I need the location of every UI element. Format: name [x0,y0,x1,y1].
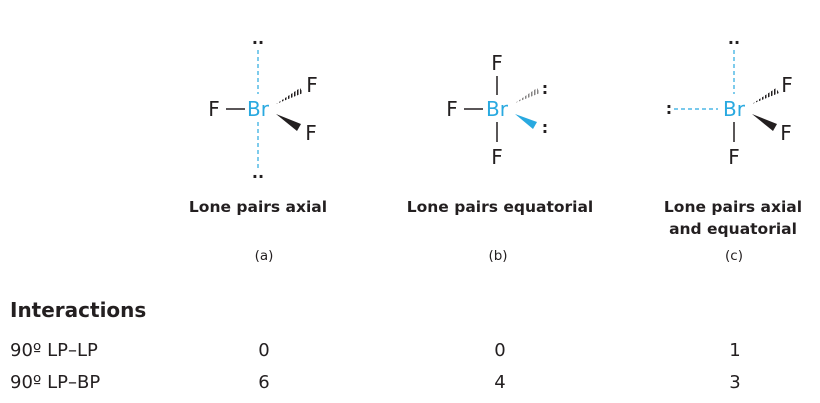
cell-lp-lp-b: 0 [494,340,506,361]
cell-lp-lp-c: 1 [729,340,741,361]
caption-c-line-2: and equatorial [669,220,797,238]
wedge-bond [276,114,301,131]
fluorine-bottom: F [728,145,740,169]
cell-lp-bp-b: 4 [494,372,506,393]
caption-b: Lone pairs equatorial [406,198,594,216]
caption-c: Lone pairs axial and equatorial [640,196,820,240]
caption-a: Lone pairs axial [188,198,328,216]
structure-a: ·· ·· F Br F F [208,33,318,186]
fluorine-upper-right: F [781,73,793,97]
fluorine-upper-right: F [306,73,318,97]
lone-pair-top: ·· [252,33,264,52]
wedge-bond-lone-pair [515,114,537,129]
hashed-bond [276,88,303,104]
wedge-bond [752,114,777,131]
label-b: (b) [488,248,508,264]
bromine-center: Br [723,97,746,121]
structure-c: ·· : Br F F F [666,33,793,169]
fluorine-lower-right: F [780,121,792,145]
cell-lp-bp-a: 6 [258,372,270,393]
fluorine-bottom: F [491,145,503,169]
fluorine-left: F [446,97,458,121]
lone-pair-bottom: ·· [252,167,264,186]
lone-pair-top: ·· [728,33,740,52]
hashed-bond [752,88,779,104]
fluorine-lower-right: F [305,121,317,145]
lone-pair-left: : [666,99,672,118]
row-label-lp-bp: 90º LP–BP [10,372,101,393]
lone-pair-lower: : [542,118,548,137]
cell-lp-bp-c: 3 [729,372,741,393]
bromine-center: Br [247,97,270,121]
row-label-lp-lp: 90º LP–LP [10,340,98,361]
caption-c-line-1: Lone pairs axial [663,198,803,216]
hashed-bond-lone-pair [515,88,540,103]
fluorine-top: F [491,51,503,75]
cell-lp-lp-a: 0 [258,340,270,361]
label-c: (c) [725,248,743,264]
structure-b: F F Br F : : [446,51,548,169]
interactions-heading: Interactions [10,298,147,322]
lone-pair-upper: : [542,79,548,98]
bromine-center: Br [486,97,509,121]
fluorine-left: F [208,97,220,121]
label-a: (a) [254,248,274,264]
